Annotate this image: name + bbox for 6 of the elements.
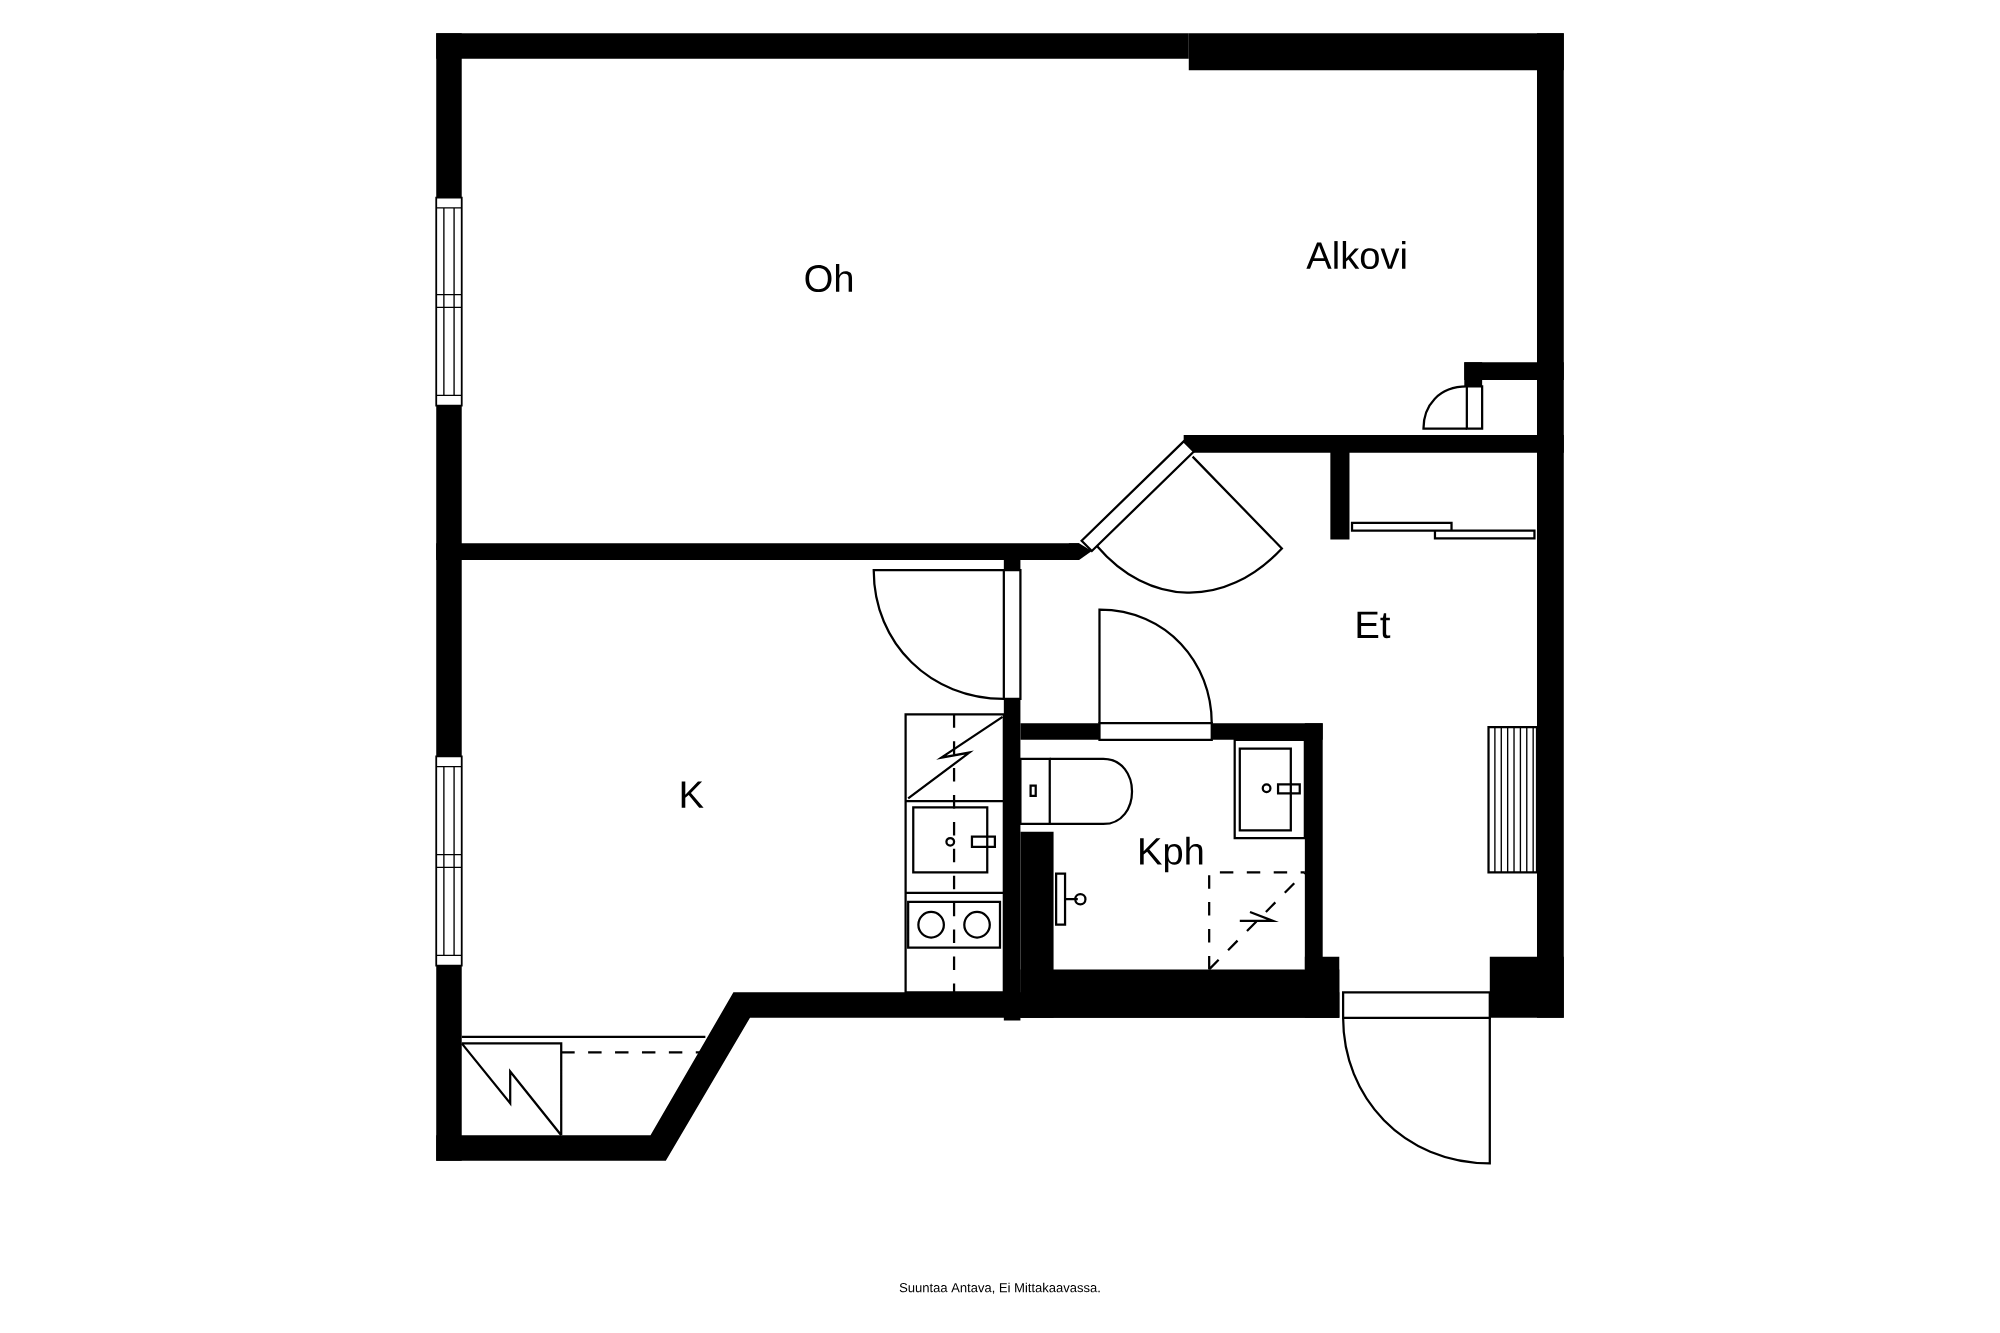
room-label: Et	[1357, 611, 1391, 639]
room-label: Kph	[1140, 836, 1203, 873]
room-label: Alkovi	[1306, 241, 1406, 270]
room-label: Oh	[805, 264, 853, 293]
room-label: K	[681, 781, 704, 808]
caption: Suuntaa Antava, Ei Mittakaavassa.	[899, 1282, 1100, 1294]
